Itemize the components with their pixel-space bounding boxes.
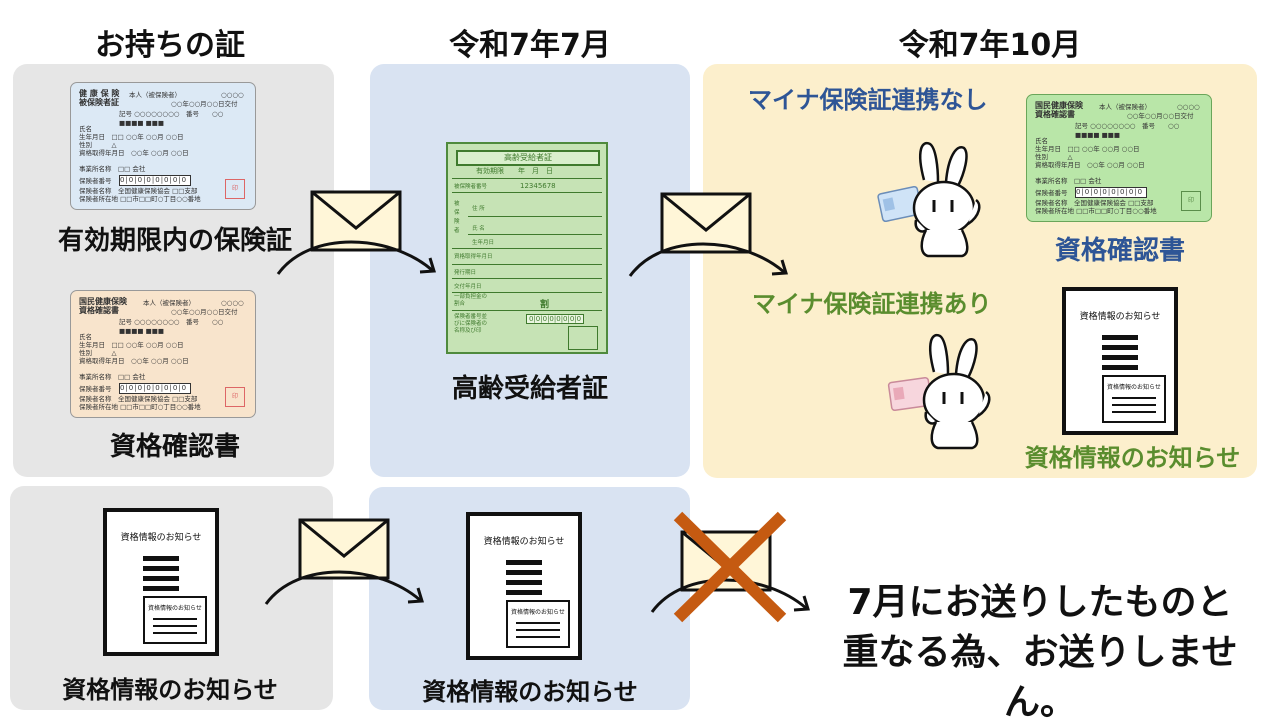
- elderly-cert-burden: 一部負担金の割合: [454, 294, 488, 307]
- caption-qualification-info-july: 資格情報のお知らせ: [422, 678, 638, 706]
- qual-card-symbol-row: 記号 ○○○○○○○○ 番号 ○○: [119, 318, 224, 326]
- elderly-cert-validity: 有効期限 年 月 日: [476, 167, 553, 175]
- green-card-employer: 事業所名称 □□ 会社: [1035, 177, 1102, 185]
- caption-qualification-certificate-oct: 資格確認書: [1054, 236, 1185, 266]
- elderly-cert-number-label: 被保険者番号: [454, 184, 488, 190]
- not-sent-line1: 7月にお送りしたものと: [847, 582, 1233, 623]
- header-current-cards: お持ちの証: [95, 28, 245, 63]
- elderly-cert-start: 交付年月日: [454, 284, 482, 290]
- envelope-icon: [310, 190, 402, 252]
- qual-card-insurer-no-label: 保険者番号: [79, 385, 112, 393]
- card-issued: ○○年○○月○○日交付: [171, 100, 238, 108]
- elderly-cert-title: 高齢受給者証: [456, 150, 600, 166]
- elderly-cert-acquired: 資格取得年月日: [454, 254, 493, 260]
- qual-card-person: 本人（被保険者）: [143, 299, 195, 307]
- qual-card-dob: 生年月日 □□ ○○年 ○○月 ○○日: [79, 341, 184, 349]
- card-dob: 生年月日 □□ ○○年 ○○月 ○○日: [79, 133, 184, 141]
- green-card-acquired: 資格取得年月日 ○○年 ○○月 ○○日: [1035, 161, 1145, 169]
- card-circles: ○○○○: [221, 91, 244, 99]
- qual-card-name: 氏名: [79, 333, 92, 341]
- caption-qualification-info-oct: 資格情報のお知らせ: [1024, 444, 1241, 472]
- qual-card-name-mask: ■■■■ ■■■: [119, 327, 165, 335]
- card-insurer-no-label: 保険者番号: [79, 177, 112, 185]
- notice-doc-mini-card: 資格情報のお知らせ: [1102, 375, 1166, 423]
- rabbit-mascot-icon: [887, 333, 991, 450]
- caption-qualification-info-held: 資格情報のお知らせ: [62, 676, 278, 704]
- green-card-sex: 性別 △: [1035, 153, 1073, 161]
- qual-card-acquired: 資格取得年月日 ○○年 ○○月 ○○日: [79, 357, 189, 365]
- elderly-certificate: 高齢受給者証 有効期限 年 月 日 被保険者番号 12345678 被保険者 住…: [446, 142, 608, 354]
- elderly-cert-insurer-no: 0|0|0|0|0|0|0|0: [526, 314, 585, 324]
- elderly-cert-address: 住 所: [472, 206, 485, 212]
- qual-card-title: 国民健康保険資格確認書: [79, 297, 127, 316]
- green-card-insurer-no-label: 保険者番号: [1035, 189, 1068, 197]
- qualification-card-green: 国民健康保険資格確認書 本人（被保険者） ○○○○ ○○年○○月○○日交付 記号…: [1026, 94, 1212, 222]
- green-card-symbol-row: 記号 ○○○○○○○○ 番号 ○○: [1075, 122, 1180, 130]
- card-name-mask: ■■■■ ■■■: [119, 119, 165, 127]
- green-card-issued: ○○年○○月○○日交付: [1127, 112, 1194, 120]
- envelope-icon: [660, 192, 752, 254]
- label-no-mynumber-link: マイナ保険証連携なし: [748, 86, 988, 114]
- card-insurer-no: 0|0|0|0|0|0|0|0: [119, 175, 191, 186]
- card-symbol-row: 記号 ○○○○○○○○ 番号 ○○: [119, 110, 224, 118]
- caption-valid-insurance-card: 有効期限内の保険証: [57, 226, 292, 256]
- green-card-circles: ○○○○: [1177, 103, 1200, 111]
- green-card-person: 本人（被保険者）: [1099, 103, 1151, 111]
- rabbit-mascot-icon: [877, 141, 981, 258]
- qualification-notice-doc: 資格情報のお知らせ 資格情報のお知らせ: [103, 508, 219, 656]
- green-card-name: 氏名: [1035, 137, 1048, 145]
- green-card-dob: 生年月日 □□ ○○年 ○○月 ○○日: [1035, 145, 1140, 153]
- qual-card-employer: 事業所名称 □□ 会社: [79, 373, 146, 381]
- qualification-notice-doc: 資格情報のお知らせ 資格情報のお知らせ: [466, 512, 582, 660]
- qual-card-issued: ○○年○○月○○日交付: [171, 308, 238, 316]
- green-card-stamp: 印: [1181, 191, 1201, 211]
- envelope-icon: [298, 518, 390, 580]
- qual-card-insurer-no: 0|0|0|0|0|0|0|0: [119, 383, 191, 394]
- green-card-insurer-no: 0|0|0|0|0|0|0|0: [1075, 187, 1147, 198]
- curved-arrow-icon: [276, 240, 436, 275]
- qual-card-stamp: 印: [225, 387, 245, 407]
- header-october: 令和7年10月: [898, 28, 1082, 63]
- card-person: 本人（被保険者）: [129, 91, 181, 99]
- not-sent-message: 7月にお送りしたものと 重なる為、お送りしません。: [812, 578, 1268, 728]
- elderly-cert-name: 氏 名: [472, 226, 485, 232]
- elderly-cert-insured: 被保険者: [454, 201, 460, 234]
- card-acquired: 資格取得年月日 ○○年 ○○月 ○○日: [79, 149, 189, 157]
- card-name: 氏名: [79, 125, 92, 133]
- card-title: 健 康 保 険被保険者証: [79, 89, 120, 108]
- elderly-cert-number: 12345678: [520, 182, 556, 190]
- curved-arrow-icon: [264, 570, 424, 605]
- qual-card-insurer-name: 保険者名称 全国健康保険協会 □□支部: [79, 395, 198, 403]
- card-insurer-addr: 保険者所在地 □□市□□町○丁目○○番地: [79, 195, 201, 203]
- caption-elderly-certificate: 高齢受給者証: [451, 374, 608, 404]
- insurance-card: 健 康 保 険被保険者証 本人（被保険者） ○○○○ ○○年○○月○○日交付 記…: [70, 82, 256, 210]
- qual-card-insurer-addr: 保険者所在地 □□市□□町○丁目○○番地: [79, 403, 201, 411]
- qualification-notice-doc: 資格情報のお知らせ 資格情報のお知らせ: [1062, 287, 1178, 435]
- caption-qualification-certificate: 資格確認書: [109, 432, 240, 462]
- qual-card-circles: ○○○○: [221, 299, 244, 307]
- elderly-cert-seal: [568, 326, 598, 350]
- header-july: 令和7年7月: [449, 28, 611, 63]
- cross-mark-icon: [673, 511, 787, 623]
- elderly-cert-burden-value: 割: [540, 300, 550, 310]
- label-with-mynumber-link: マイナ保険証連携あり: [752, 290, 992, 318]
- curved-arrow-icon: [628, 242, 788, 277]
- elderly-cert-insurer: 保険者番号並びに保険者の名称及び印: [454, 314, 488, 334]
- elderly-cert-dob: 生年月日: [472, 240, 495, 246]
- qualification-card: 国民健康保険資格確認書 本人（被保険者） ○○○○ ○○年○○月○○日交付 記号…: [70, 290, 256, 418]
- green-card-name-mask: ■■■■ ■■■: [1075, 131, 1121, 139]
- card-stamp: 印: [225, 179, 245, 199]
- green-card-title: 国民健康保険資格確認書: [1035, 101, 1083, 120]
- elderly-cert-issued: 発行期日: [454, 270, 477, 276]
- card-insurer-name: 保険者名称 全国健康保険協会 □□支部: [79, 187, 198, 195]
- qual-card-sex: 性別 △: [79, 349, 117, 357]
- card-employer: 事業所名称 □□ 会社: [79, 165, 146, 173]
- green-card-insurer-name: 保険者名称 全国健康保険協会 □□支部: [1035, 199, 1154, 207]
- notice-doc-lines: [1102, 335, 1138, 375]
- notice-doc-title: 資格情報のお知らせ: [1079, 312, 1161, 322]
- green-card-insurer-addr: 保険者所在地 □□市□□町○丁目○○番地: [1035, 207, 1157, 215]
- not-sent-line2: 重なる為、お送りしません。: [842, 632, 1238, 723]
- card-sex: 性別 △: [79, 141, 117, 149]
